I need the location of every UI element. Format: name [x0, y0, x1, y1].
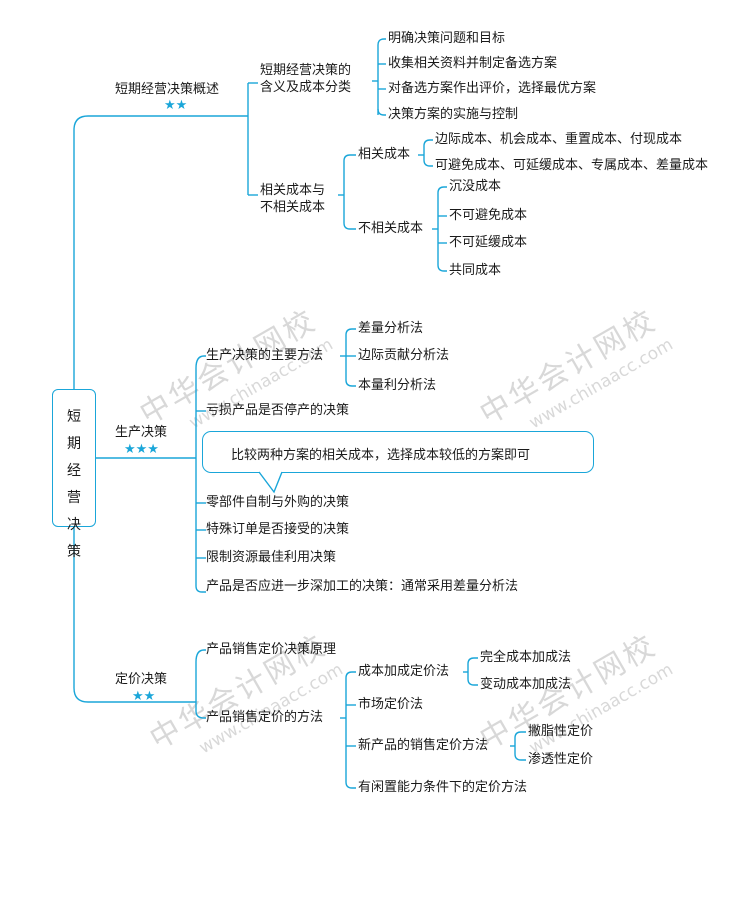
node-pricing-principle: 产品销售定价决策原理: [206, 642, 337, 657]
callout-pointer: [258, 471, 283, 494]
irrelevant-cost-item: 不可延缓成本: [449, 235, 528, 250]
node-production-methods: 生产决策的主要方法: [206, 348, 324, 363]
cost-plus-item: 完全成本加成法: [480, 650, 572, 665]
step-item: 对备选方案作出评价，选择最优方案: [388, 81, 597, 96]
node-relevant-cost: 相关成本: [358, 147, 411, 162]
irrelevant-cost-item: 沉没成本: [449, 179, 502, 194]
node-cost-plus: 成本加成定价法: [358, 664, 450, 679]
decision-item: 产品是否应进一步深加工的决策：通常采用差量分析法: [206, 579, 519, 594]
irrelevant-cost-item: 共同成本: [449, 263, 502, 278]
branch-overview-label: 短期经营决策概述: [115, 82, 220, 97]
branch-pricing-label: 定价决策: [115, 672, 168, 687]
relevant-cost-item: 边际成本、机会成本、重置成本、付现成本: [435, 132, 683, 147]
callout-text: 比较两种方案的相关成本，选择成本较低的方案即可: [231, 448, 531, 463]
new-product-item: 渗透性定价: [528, 752, 594, 767]
node-new-product-pricing: 新产品的销售定价方法: [358, 738, 489, 753]
node-market-pricing: 市场定价法: [358, 697, 424, 712]
new-product-item: 撇脂性定价: [528, 724, 594, 739]
decision-item: 限制资源最佳利用决策: [206, 550, 337, 565]
node-cost-types-line2: 不相关成本: [260, 200, 326, 215]
root-label: 短 期 经 营 决 策: [67, 409, 81, 560]
cost-plus-item: 变动成本加成法: [480, 677, 572, 692]
node-idle-capacity-pricing: 有闲置能力条件下的定价方法: [358, 780, 528, 795]
branch-pricing-stars: ★★: [132, 689, 156, 704]
method-item: 差量分析法: [358, 321, 424, 336]
node-meaning-line2: 含义及成本分类: [260, 80, 352, 95]
branch-overview-stars: ★★: [164, 98, 188, 113]
node-pricing-methods: 产品销售定价的方法: [206, 710, 324, 725]
irrelevant-cost-item: 不可避免成本: [449, 208, 528, 223]
decision-item: 亏损产品是否停产的决策: [206, 403, 350, 418]
branch-production-label: 生产决策: [115, 425, 168, 440]
node-cost-types-line1: 相关成本与: [260, 183, 326, 198]
relevant-cost-item: 可避免成本、可延缓成本、专属成本、差量成本: [435, 158, 709, 173]
node-meaning-line1: 短期经营决策的: [260, 63, 352, 78]
decision-item: 零部件自制与外购的决策: [206, 495, 350, 510]
root-node: 短 期 经 营 决 策: [52, 389, 96, 560]
method-item: 边际贡献分析法: [358, 348, 450, 363]
node-irrelevant-cost: 不相关成本: [358, 221, 424, 236]
method-item: 本量利分析法: [358, 378, 437, 393]
step-item: 决策方案的实施与控制: [388, 107, 519, 122]
step-item: 收集相关资料并制定备选方案: [388, 56, 558, 71]
branch-production-stars: ★★★: [124, 442, 159, 457]
step-item: 明确决策问题和目标: [388, 31, 506, 46]
decision-item: 特殊订单是否接受的决策: [206, 522, 350, 537]
callout-note: 比较两种方案的相关成本，选择成本较低的方案即可: [202, 431, 594, 473]
